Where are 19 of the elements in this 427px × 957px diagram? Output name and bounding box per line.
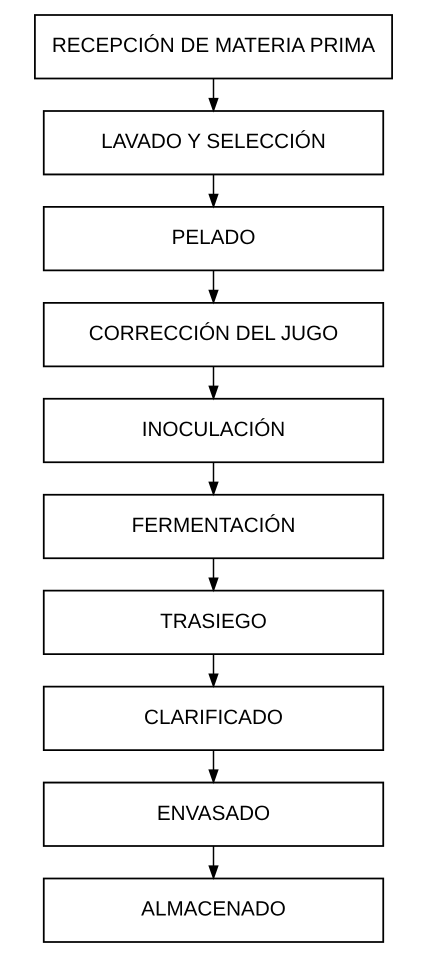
arrow bbox=[208, 846, 219, 880]
node-box: CLARIFICADO bbox=[42, 686, 384, 751]
node-box: INOCULACIÓN bbox=[42, 398, 384, 464]
node-box: RECEPCIÓN DE MATERIA PRIMA bbox=[34, 14, 393, 80]
node-box: FERMENTACIÓN bbox=[42, 494, 384, 560]
node-box: ALMACENADO bbox=[42, 878, 384, 943]
arrow bbox=[208, 270, 219, 305]
arrow bbox=[208, 366, 219, 400]
arrow bbox=[208, 654, 219, 688]
node-box: TRASIEGO bbox=[42, 590, 384, 656]
arrow bbox=[208, 558, 219, 592]
arrow bbox=[208, 78, 219, 113]
arrow bbox=[208, 174, 219, 209]
node-box: CORRECCIÓN DEL JUGO bbox=[42, 302, 384, 368]
node-box: LAVADO Y SELECCIÓN bbox=[42, 110, 384, 176]
arrow bbox=[208, 462, 219, 496]
arrow bbox=[208, 750, 219, 784]
node-box: PELADO bbox=[42, 206, 384, 272]
node-box: ENVASADO bbox=[42, 782, 384, 847]
